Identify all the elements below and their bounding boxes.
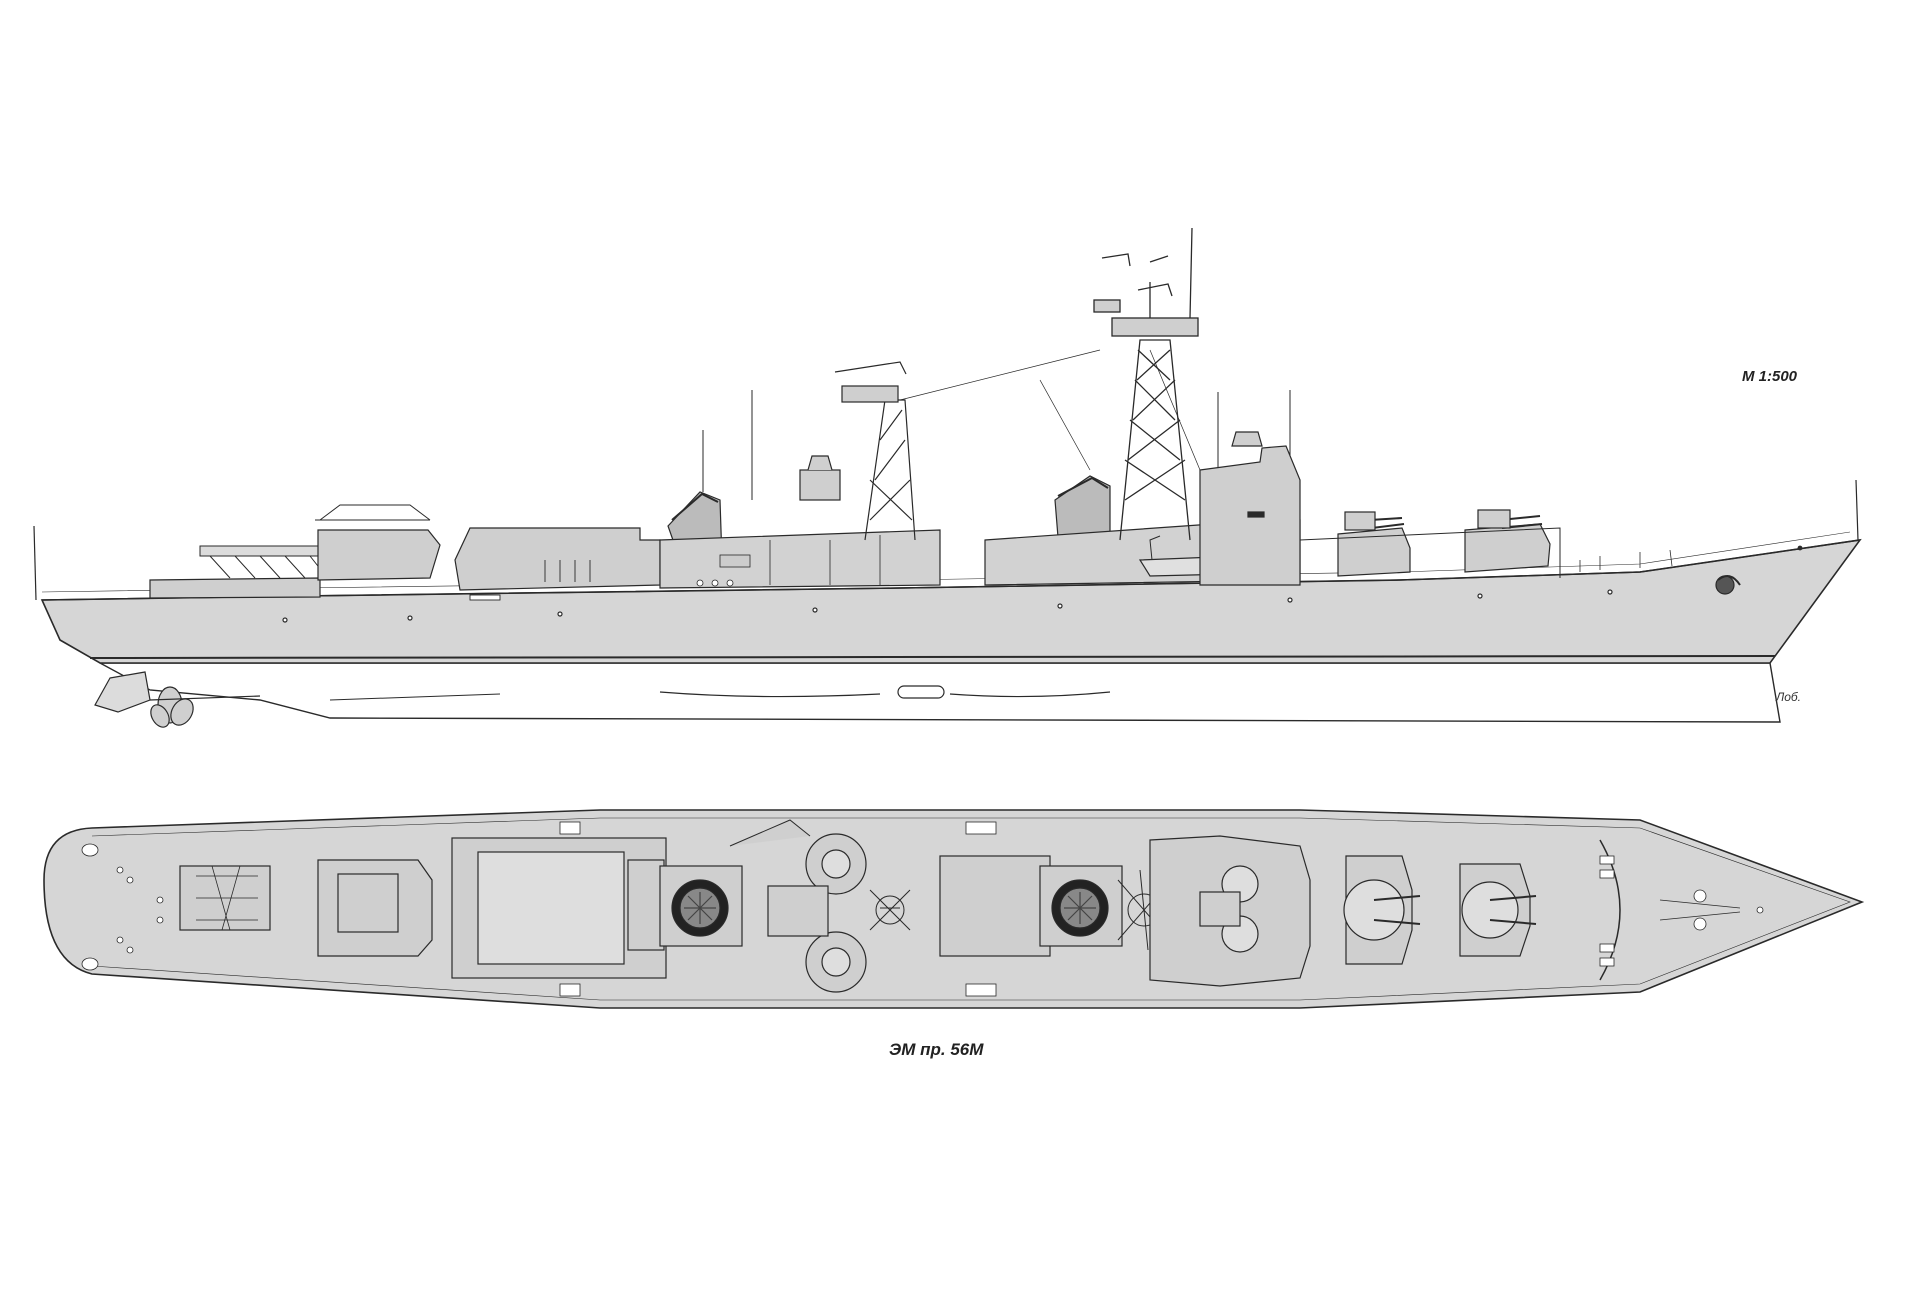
scale-label: М 1:500	[1742, 368, 1798, 385]
forward-gun-turret-a	[1464, 509, 1551, 573]
bridge-director	[1231, 431, 1263, 447]
plan-after-deckhouse	[451, 837, 667, 979]
plan-bridge	[1149, 835, 1311, 987]
bridge-windows	[1247, 511, 1265, 518]
forward-gun-turret-b	[1337, 511, 1411, 577]
forward-funnel-cap	[1057, 476, 1109, 497]
plan-midships-mounts	[729, 819, 867, 993]
aft-director-house	[317, 529, 441, 581]
midships-deckhouse	[659, 529, 941, 589]
after-funnel-cap	[671, 492, 719, 521]
plan-aft-director	[317, 859, 433, 957]
keel-line	[329, 693, 501, 701]
main-lattice-mast	[1093, 227, 1199, 541]
plan-after-funnel	[659, 865, 743, 947]
aft-director-frame	[315, 504, 431, 521]
plan-forecastle-fittings	[1599, 855, 1764, 967]
forecastle-break	[1299, 527, 1561, 578]
bilge-keel	[659, 691, 1111, 698]
plan-midships-deckhouse	[939, 855, 1051, 957]
midships-details	[696, 535, 881, 587]
anchor-icon	[1715, 575, 1741, 595]
after-deckhouse-details	[469, 560, 591, 601]
stern-flagstaff	[33, 525, 37, 601]
after-lattice-mast	[799, 361, 916, 541]
propeller-icon	[150, 686, 194, 728]
plan-forward-turret-b	[1343, 855, 1421, 965]
plan-aft-launcher	[179, 865, 271, 931]
drawing-caption: ЭМ пр. 56М	[889, 1040, 984, 1059]
boot-top-line	[89, 655, 1776, 659]
plan-forward-turret-a	[1459, 863, 1537, 957]
deck-fittings	[1579, 545, 1803, 572]
plan-forward-funnel	[1039, 865, 1123, 947]
rudder	[94, 671, 151, 713]
sonar-dome	[897, 685, 945, 699]
mast-stays	[899, 349, 1201, 471]
hull-portholes	[282, 589, 1613, 623]
bow-jackstaff	[1855, 479, 1859, 541]
plan-deck-edge-line	[91, 817, 1851, 1001]
propeller-shaft	[149, 695, 261, 701]
plan-after-lattice-mast	[869, 889, 911, 931]
artist-signature: Лоб.	[1776, 690, 1801, 704]
side-profile-view	[33, 227, 1862, 728]
aft-low-deckhouse	[149, 577, 321, 599]
plan-aft-fittings	[81, 821, 997, 997]
